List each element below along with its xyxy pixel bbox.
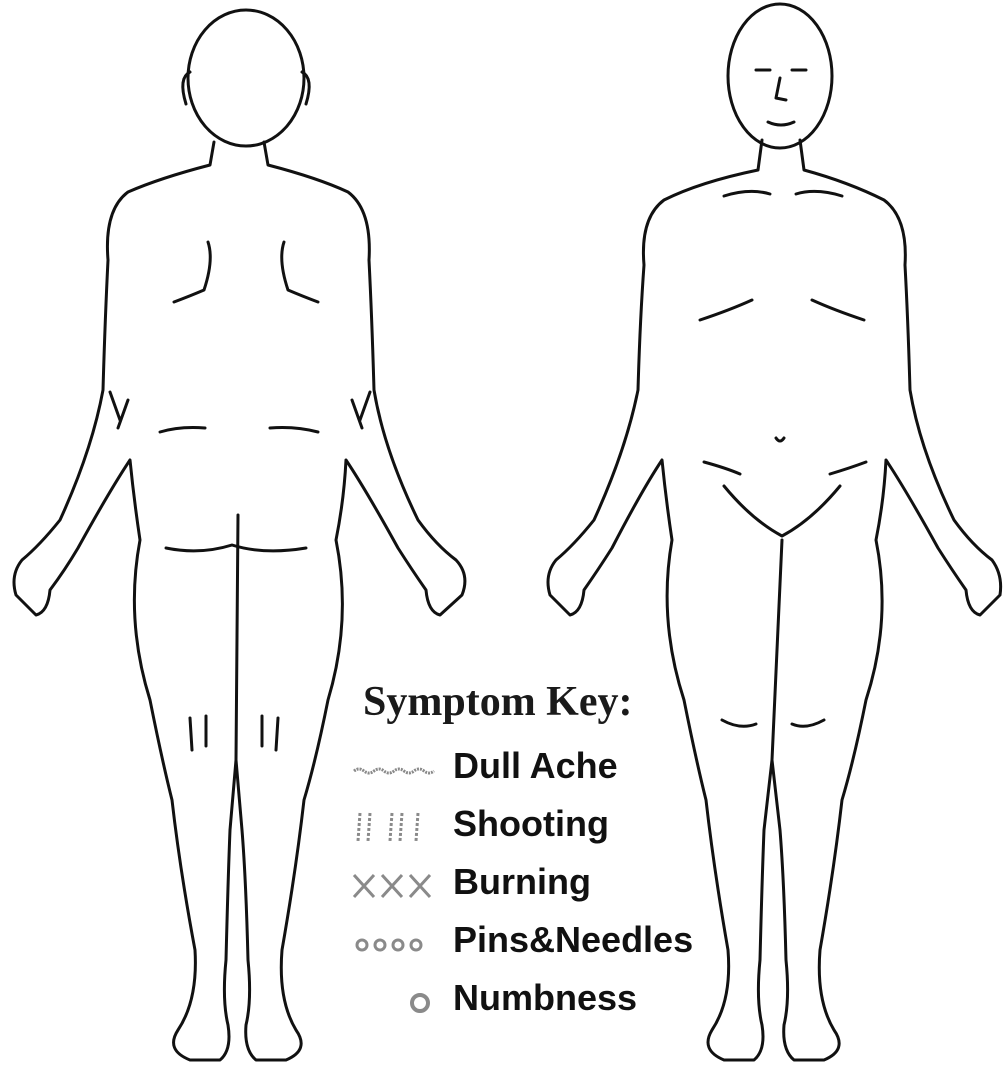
burning-symbol-icon <box>352 867 436 903</box>
front-mouth <box>768 122 794 125</box>
front-navel <box>776 438 784 441</box>
legend-label: Numbness <box>453 977 637 1019</box>
back-knees <box>190 716 278 750</box>
front-hips <box>704 462 866 474</box>
legend-label: Burning <box>453 861 591 903</box>
shooting-symbol-icon <box>352 809 436 845</box>
back-spine <box>236 515 238 760</box>
legend-item-shooting: Shooting <box>352 803 752 853</box>
pins-needles-symbol-icon <box>352 925 436 961</box>
front-leg-divider <box>772 540 782 760</box>
front-chest <box>700 300 864 320</box>
back-head <box>188 10 304 146</box>
back-waist <box>160 428 318 433</box>
legend-item-burning: Burning <box>352 861 752 911</box>
legend-label: Dull Ache <box>453 745 618 787</box>
front-groin <box>724 486 840 536</box>
front-collarbones <box>724 191 842 196</box>
legend-item-pins-needles: Pins&Needles <box>352 919 752 969</box>
back-elbows <box>110 392 370 428</box>
back-buttocks <box>166 545 306 551</box>
back-scapula-right <box>282 242 318 302</box>
legend-item-numbness: Numbness <box>352 977 752 1027</box>
dull-ache-symbol-icon <box>352 751 436 787</box>
legend-label: Shooting <box>453 803 609 845</box>
symptom-key-title: Symptom Key: <box>363 678 632 726</box>
back-scapula-left <box>174 242 210 302</box>
legend-item-dull-ache: Dull Ache <box>352 745 752 795</box>
legend-label: Pins&Needles <box>453 919 693 961</box>
front-nose <box>776 78 786 100</box>
numbness-symbol-icon <box>352 983 436 1019</box>
